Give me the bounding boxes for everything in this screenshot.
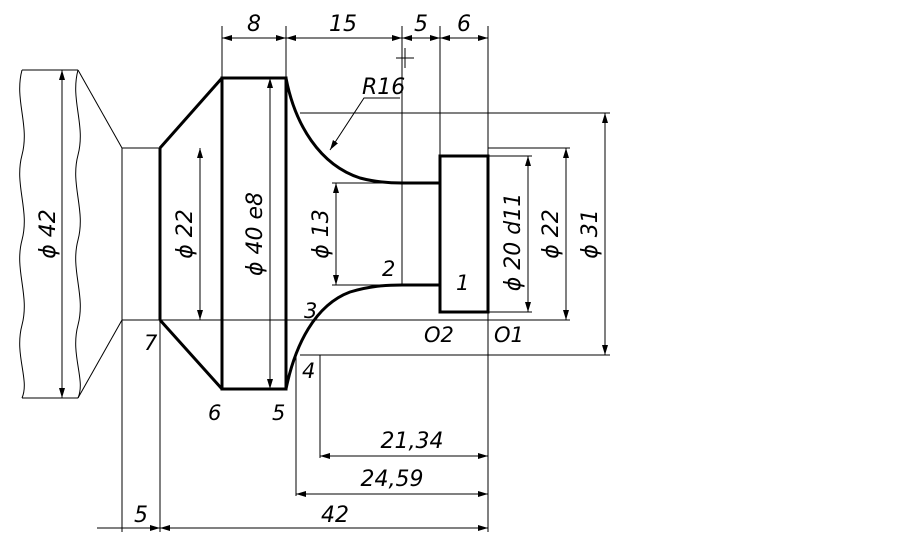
- point-1-label: 1: [456, 271, 469, 295]
- dia-31-label: ϕ 31: [578, 209, 603, 259]
- len-42-label: 42: [321, 503, 349, 528]
- point-2-label: 2: [382, 257, 395, 281]
- dia-22-left-label: ϕ 22: [173, 209, 198, 259]
- dia-42-label: ϕ 42: [36, 209, 61, 259]
- dim-8-label: 8: [247, 12, 261, 37]
- point-labels: 1 2 3 4 5 6 7 O2 O1: [144, 257, 524, 425]
- dim-6-label: 6: [457, 12, 471, 37]
- dia-13-label: ϕ 13: [309, 209, 334, 259]
- dim-15-label: 15: [329, 12, 357, 37]
- stock-section: [19, 69, 160, 532]
- point-6-label: 6: [208, 401, 221, 425]
- point-5-label: 5: [272, 401, 285, 425]
- len-24-59-label: 24,59: [361, 467, 424, 492]
- dia-20-label: ϕ 20 d11: [501, 193, 526, 291]
- construction-lines: [159, 26, 610, 532]
- origin-o2-label: O2: [424, 323, 454, 347]
- point-4-label: 4: [302, 359, 315, 383]
- radius-label: R16: [362, 75, 405, 100]
- len-21-34-label: 21,34: [381, 429, 444, 454]
- dim-5-top-label: 5: [414, 12, 428, 37]
- point-3-label: 3: [304, 299, 317, 323]
- dia-22-right-label: ϕ 22: [539, 209, 564, 259]
- point-7-label: 7: [144, 331, 158, 355]
- dia-40-label: ϕ 40 e8: [243, 192, 268, 276]
- len-5-bottom-label: 5: [134, 503, 148, 528]
- dimension-labels: 8 15 5 6 R16 ϕ 42 ϕ 22 ϕ 40 e8 ϕ 13 ϕ 20…: [36, 12, 603, 528]
- dimension-lines: [59, 35, 608, 531]
- origin-o1-label: O1: [494, 323, 524, 347]
